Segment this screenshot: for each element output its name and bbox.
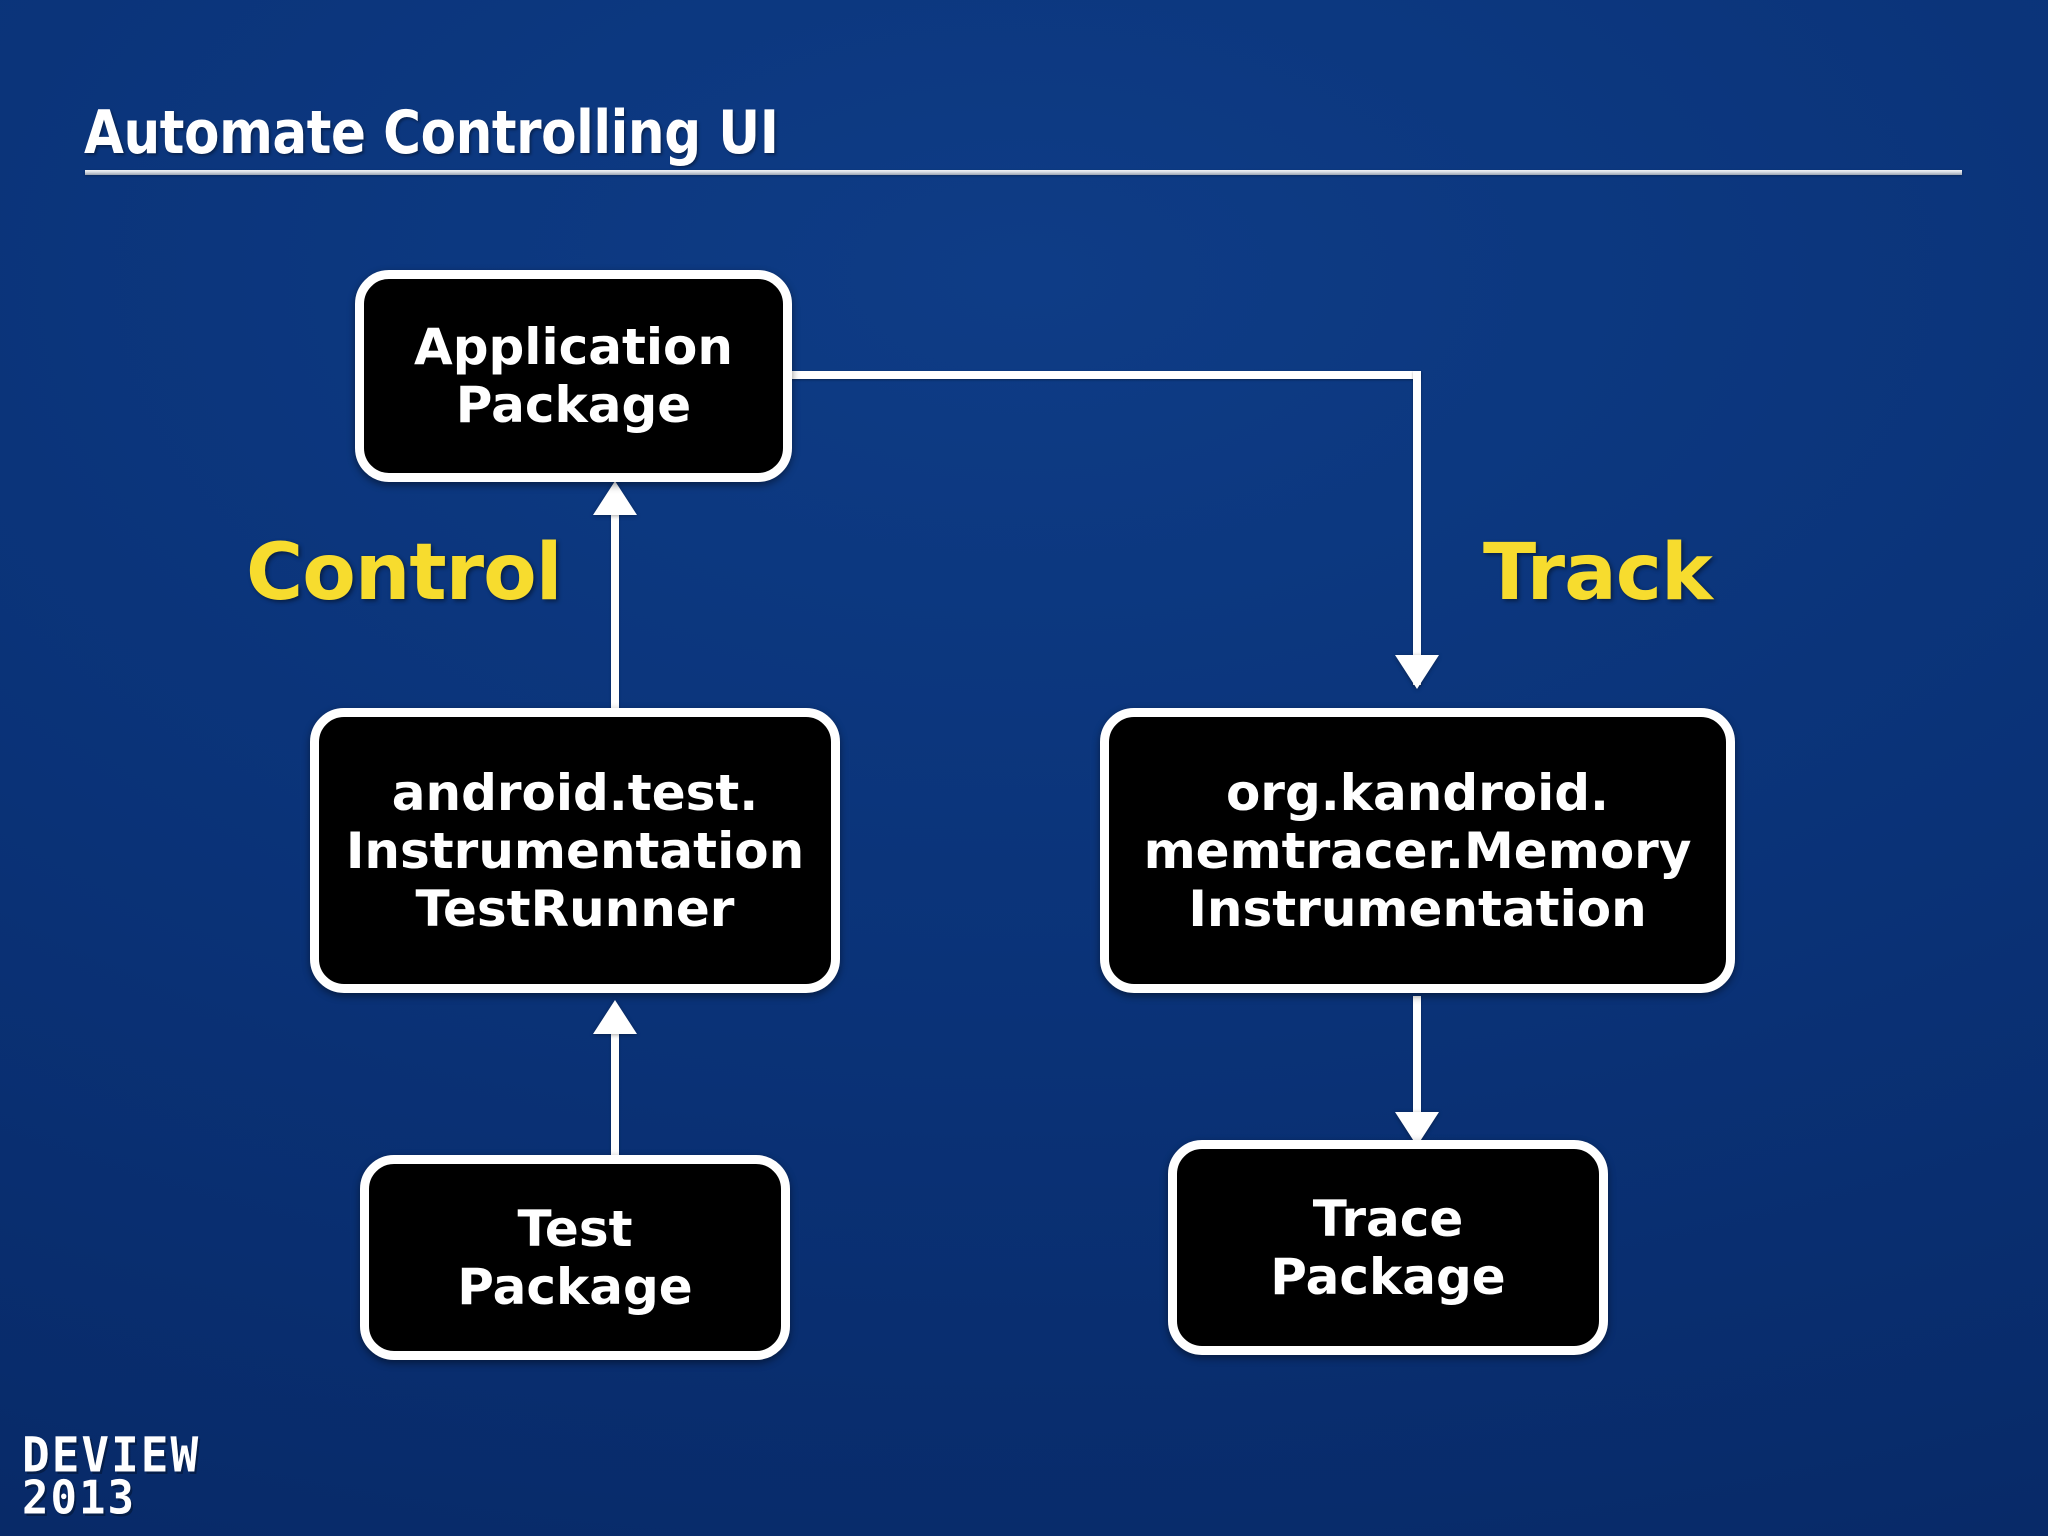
connector-app-to-track-vertical [1413,371,1421,685]
node-test-runner-line3: TestRunner [415,879,735,938]
deview-logo-year: 2013 [22,1471,136,1525]
node-trace-package[interactable]: Trace Package [1168,1140,1608,1355]
arrowhead-into-memtracer [1395,655,1439,689]
node-application-package-line2: Package [455,376,692,434]
node-test-package-line2: Package [457,1257,693,1316]
node-test-runner-line2: Instrumentation [345,821,805,880]
node-memory-instrumentation-line2: memtracer.Memory [1143,821,1692,880]
node-application-package[interactable]: Application Package [355,270,792,482]
node-test-runner[interactable]: android.test. Instrumentation TestRunner [310,708,840,993]
node-test-package[interactable]: Test Package [360,1155,790,1360]
node-memory-instrumentation[interactable]: org.kandroid. memtracer.Memory Instrumen… [1100,708,1735,993]
page-title: Automate Controlling UI [84,98,779,168]
node-trace-package-line2: Package [1270,1247,1506,1306]
node-trace-package-line1: Trace [1312,1189,1464,1248]
deview-logo: DEVIEW 2013 [22,1426,201,1525]
connector-runner-to-app [611,497,619,711]
arrowhead-into-application-package [593,481,637,515]
connector-app-to-track-horizontal [790,371,1421,379]
connector-testpkg-to-runner [611,1018,619,1158]
node-memory-instrumentation-line3: Instrumentation [1188,879,1647,938]
node-application-package-line1: Application [414,318,733,376]
connector-memtracer-to-tracepkg [1413,996,1421,1124]
node-test-runner-line1: android.test. [391,763,759,822]
node-memory-instrumentation-line1: org.kandroid. [1225,763,1610,822]
edge-label-track: Track [1483,528,1713,618]
edge-label-control: Control [246,528,562,618]
arrowhead-into-test-runner [593,1000,637,1034]
title-underline-divider [85,170,1962,175]
node-test-package-line1: Test [517,1199,633,1258]
deview-logo-name: DEVIEW [22,1426,201,1484]
